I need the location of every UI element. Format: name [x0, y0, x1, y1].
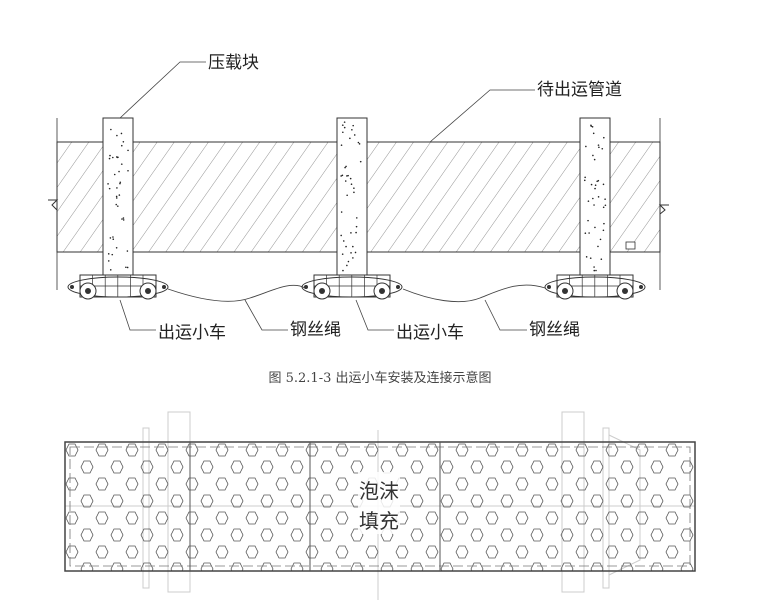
- label-cart: 出运小车: [396, 323, 464, 343]
- cart: [301, 274, 403, 300]
- ballast-block: [336, 117, 368, 276]
- foam-fill-plan: 泡沫 填充: [64, 411, 696, 600]
- foam-label-line1: 泡沫: [359, 479, 399, 503]
- ballast-block: [579, 117, 611, 276]
- wire-ropes: [167, 284, 546, 303]
- ballast-block: [102, 117, 134, 276]
- cart: [544, 274, 646, 300]
- leader-lines: [119, 61, 535, 331]
- label-pipe: 待出运管道: [537, 80, 622, 100]
- foam-label-line2: 填充: [359, 509, 399, 533]
- carts: [67, 274, 646, 300]
- figure-caption: 图 5.2.1-3 出运小车安装及连接示意图: [268, 370, 491, 386]
- label-ballast-block: 压载块: [208, 53, 259, 73]
- label-wire-rope: 钢丝绳: [529, 320, 580, 340]
- cart: [67, 274, 169, 300]
- label-cart: 出运小车: [158, 323, 226, 343]
- label-wire-rope: 钢丝绳: [290, 320, 341, 340]
